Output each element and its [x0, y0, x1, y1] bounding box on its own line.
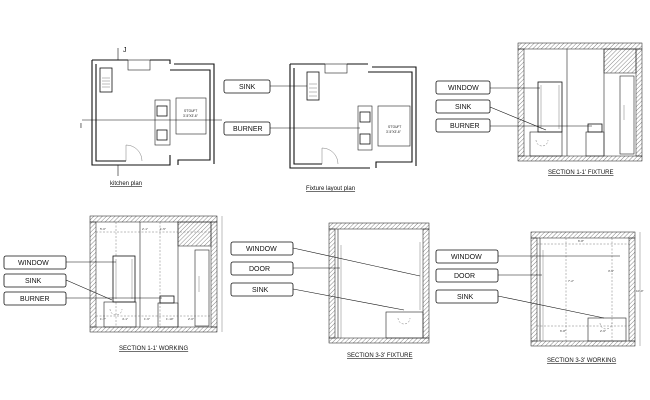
- window-section-1-fixture: [537, 81, 563, 133]
- callout-door-s3f: DOOR: [249, 266, 270, 273]
- callout-sink-s3w: SINK: [457, 294, 474, 301]
- svg-text:6'-8": 6'-8": [578, 239, 584, 243]
- burner-section-1-fixture: [587, 123, 603, 133]
- section-1-working: 5'-0" 2'-1" 1'-5" 1'-7" 4'-1" 1'-6" 1'-1…: [3, 215, 223, 352]
- sink-plan-fixture: [306, 71, 320, 101]
- callout-burner-s1f: BURNER: [450, 123, 480, 130]
- section-1-fixture: WINDOW SINK BURNER SECTION 1-1' FIXTURE: [435, 42, 643, 176]
- section-cut-label-j: J: [123, 47, 127, 54]
- callout-sink-s1w: SINK: [25, 278, 42, 285]
- section-1-working-caption: SECTION 1-1' WORKING: [119, 346, 188, 352]
- callout-burner-plan: BURNER: [233, 126, 263, 133]
- callout-sink-plan: SINK: [239, 84, 256, 91]
- callout-window-s1f: WINDOW: [448, 85, 479, 92]
- svg-text:6'-8": 6'-8": [560, 329, 566, 333]
- svg-text:1'-10": 1'-10": [166, 317, 174, 321]
- callout-window-s3f: WINDOW: [246, 246, 277, 253]
- plan-note-1: S'TOUFT: [184, 109, 197, 113]
- svg-text:2'-0": 2'-0": [188, 317, 194, 321]
- callout-door-s3w: DOOR: [454, 273, 475, 280]
- fixture-plan-note-2: 3'-5"X3'-6": [386, 130, 401, 134]
- section-cut-label-i: I: [80, 123, 82, 130]
- burner-plan-kitchen-1: [156, 105, 168, 117]
- kitchen-plan: S'TOUFT 3'-5"X3'-6" I J kitchen plan: [80, 47, 222, 187]
- burner-plan-fixture-2: [359, 133, 371, 145]
- sink-plan-kitchen: [99, 67, 113, 93]
- fixture-plan-note-1: S'TOUFT: [388, 125, 401, 129]
- svg-text:7'-2": 7'-2": [568, 279, 574, 283]
- callout-window-s3w: WINDOW: [451, 254, 482, 261]
- svg-text:3'-6": 3'-6": [608, 269, 614, 273]
- callout-window-s1w: WINDOW: [18, 260, 49, 267]
- svg-text:1'-5": 1'-5": [160, 227, 166, 231]
- burner-plan-kitchen-2: [156, 129, 168, 141]
- window-section-1-working: [112, 255, 136, 303]
- burner-plan-fixture-1: [359, 111, 371, 123]
- svg-text:1'-6": 1'-6": [144, 317, 150, 321]
- section-3-working: 6'-8" 7'-2" 3'-6" 6'-8" 2'-6" 10'-0" WIN…: [435, 231, 644, 364]
- section-3-working-caption: SECTION 3-3' WORKING: [547, 358, 616, 364]
- fixture-layout-plan: S'TOUFT 3'-5"X3'-6" SINK BURNER Fixture …: [223, 63, 417, 192]
- callout-burner-s1w: BURNER: [20, 296, 50, 303]
- fixture-layout-caption: Fixture layout plan: [306, 186, 355, 192]
- plan-note-2: 3'-5"X3'-6": [183, 114, 198, 118]
- svg-text:2'-6": 2'-6": [600, 329, 606, 333]
- section-3-fixture-caption: SECTION 3-3' FIXTURE: [347, 353, 413, 359]
- section-1-fixture-caption: SECTION 1-1' FIXTURE: [548, 170, 614, 176]
- svg-text:10'-0": 10'-0": [636, 289, 644, 293]
- kitchen-plan-caption: kitchen plan: [110, 181, 142, 187]
- svg-text:4'-1": 4'-1": [122, 317, 128, 321]
- section-3-fixture: WINDOW DOOR SINK SECTION 3-3' FIXTURE: [230, 222, 430, 359]
- svg-text:1'-7": 1'-7": [100, 317, 106, 321]
- svg-text:5'-0": 5'-0": [100, 227, 106, 231]
- callout-sink-s1f: SINK: [455, 104, 472, 111]
- svg-text:2'-1": 2'-1": [142, 227, 148, 231]
- callout-sink-s3f: SINK: [252, 287, 269, 294]
- burner-section-1-working: [159, 295, 175, 304]
